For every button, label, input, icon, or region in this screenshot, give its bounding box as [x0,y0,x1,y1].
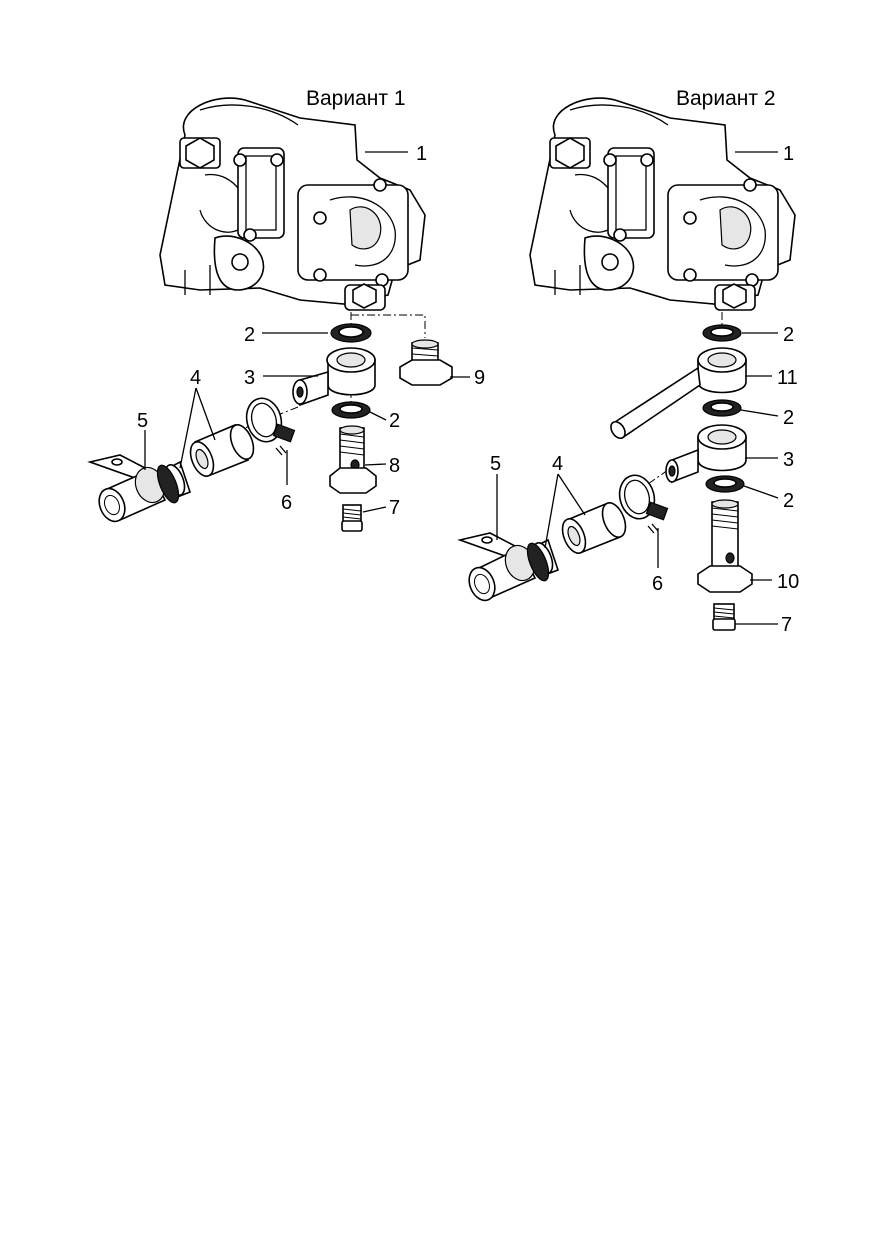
plug-9 [399,339,453,386]
hose-clamp-6 [618,474,669,534]
label-6: 6 [281,492,292,514]
variant-1-group: Вариант 1 [87,87,485,532]
seal-ring-2-c [705,475,745,493]
hollow-bolt-10 [697,499,753,593]
label-7: 7 [781,614,792,636]
housing-1 [529,97,796,311]
screw-7 [341,504,363,532]
seal-ring-2-lower [331,401,371,419]
hollow-bolt-8 [329,425,377,494]
label-3: 3 [783,449,794,471]
pipe-5 [87,454,180,523]
label-1: 1 [416,143,427,165]
label-5: 5 [137,410,148,432]
label-2-lower: 2 [389,410,400,432]
label-9: 9 [474,367,485,389]
label-4: 4 [552,453,563,475]
label-2-upper: 2 [244,324,255,346]
hose-4 [164,423,255,500]
label-2-a: 2 [783,324,794,346]
label-3: 3 [244,367,255,389]
seal-ring-2-b [702,399,742,417]
banjo-fitting-3 [665,424,747,484]
seal-ring-2-a [702,324,742,342]
label-8: 8 [389,455,400,477]
label-6: 6 [652,573,663,595]
pipe-5 [457,532,550,602]
hose-clamp-6 [245,397,296,456]
label-5: 5 [490,453,501,475]
label-11: 11 [777,367,798,389]
banjo-fitting-11 [610,347,747,440]
label-7: 7 [389,497,400,519]
label-1: 1 [783,143,794,165]
screw-7 [712,603,736,631]
label-2-c: 2 [783,490,794,512]
variant-2-group: Вариант 2 [457,87,799,636]
banjo-fitting-3 [292,347,376,407]
variant-1-title: Вариант 1 [306,87,406,110]
housing-1 [159,97,426,311]
variant-2-title: Вариант 2 [676,87,776,110]
label-2-b: 2 [783,407,794,429]
label-10: 10 [777,571,799,593]
label-4: 4 [190,367,201,389]
seal-ring-2-upper [330,323,372,343]
